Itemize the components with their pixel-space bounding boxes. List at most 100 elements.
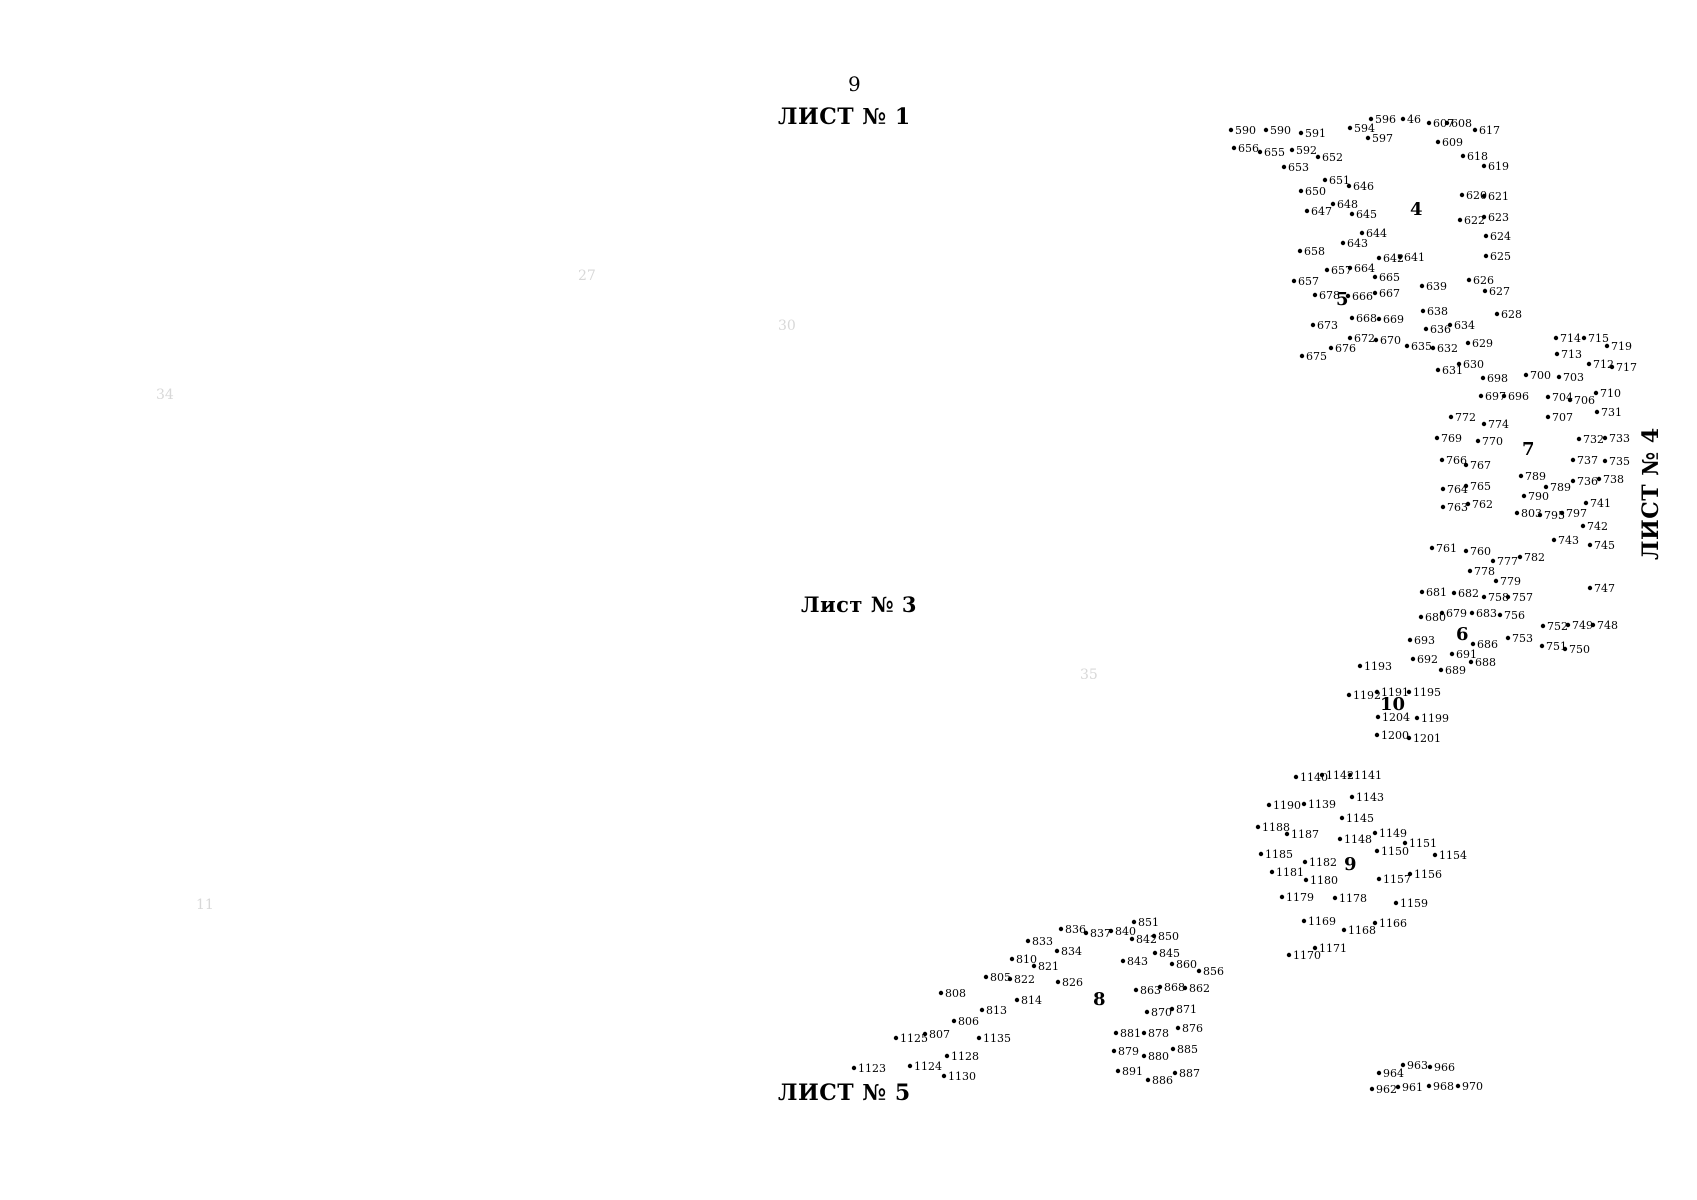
- boundary-point-label: 879: [1118, 1045, 1139, 1058]
- boundary-point-marker: [1551, 537, 1557, 543]
- boundary-point-label: 807: [929, 1028, 950, 1041]
- boundary-point-marker: [1279, 894, 1285, 900]
- boundary-point-marker: [1537, 512, 1543, 518]
- boundary-point-label: 845: [1159, 947, 1180, 960]
- boundary-point-label: 1169: [1308, 915, 1336, 928]
- boundary-point-label: 1204: [1382, 711, 1410, 724]
- boundary-point-marker: [1553, 335, 1559, 341]
- boundary-point-label: 881: [1120, 1027, 1141, 1040]
- boundary-point-label: 703: [1563, 371, 1584, 384]
- boundary-point-marker: [1312, 945, 1318, 951]
- boundary-point-marker: [1269, 869, 1275, 875]
- boundary-point-marker: [1196, 968, 1202, 974]
- boundary-point-marker: [1293, 774, 1299, 780]
- boundary-point-marker: [1337, 836, 1343, 842]
- boundary-point-marker: [1372, 920, 1378, 926]
- boundary-point-label: 631: [1442, 364, 1463, 377]
- boundary-point-label: 621: [1488, 190, 1509, 203]
- boundary-point-label: 795: [1544, 509, 1565, 522]
- boundary-point-label: 761: [1436, 542, 1457, 555]
- boundary-point-label: 622: [1464, 214, 1485, 227]
- boundary-point-marker: [1345, 293, 1351, 299]
- boundary-point-marker: [1463, 548, 1469, 554]
- boundary-point-label: 1185: [1265, 848, 1293, 861]
- boundary-point-marker: [1281, 164, 1287, 170]
- boundary-point-label: 878: [1148, 1027, 1169, 1040]
- boundary-point-marker: [1581, 335, 1587, 341]
- boundary-point-marker: [1025, 938, 1031, 944]
- boundary-point-label: 862: [1189, 982, 1210, 995]
- boundary-point-marker: [1376, 316, 1382, 322]
- boundary-point-marker: [1289, 147, 1295, 153]
- boundary-point-marker: [1576, 436, 1582, 442]
- boundary-point-label: 644: [1366, 227, 1387, 240]
- boundary-point-marker: [1346, 183, 1352, 189]
- sheet-label-1: ЛИСТ № 1: [778, 104, 911, 130]
- boundary-point-marker: [1418, 614, 1424, 620]
- boundary-point-marker: [1374, 689, 1380, 695]
- boundary-point-marker: [1444, 120, 1450, 126]
- boundary-point-marker: [1463, 462, 1469, 468]
- boundary-point-label: 678: [1319, 289, 1340, 302]
- boundary-point-label: 626: [1473, 274, 1494, 287]
- boundary-point-label: 782: [1524, 551, 1545, 564]
- boundary-point-label: 885: [1177, 1043, 1198, 1056]
- boundary-point-label: 842: [1136, 933, 1157, 946]
- boundary-point-label: 668: [1356, 312, 1377, 325]
- boundary-point-label: 715: [1588, 332, 1609, 345]
- boundary-point-label: 651: [1329, 174, 1350, 187]
- boundary-point-marker: [1430, 345, 1436, 351]
- boundary-point-marker: [1169, 1006, 1175, 1012]
- boundary-point-marker: [1540, 623, 1546, 629]
- boundary-point-marker: [1231, 145, 1237, 151]
- boundary-point-label: 1148: [1344, 833, 1372, 846]
- boundary-point-label: 760: [1470, 545, 1491, 558]
- boundary-point-marker: [1301, 801, 1307, 807]
- boundary-point-label: 738: [1603, 473, 1624, 486]
- boundary-point-label: 753: [1512, 632, 1533, 645]
- boundary-point-label: 813: [986, 1004, 1007, 1017]
- boundary-point-label: 821: [1038, 960, 1059, 973]
- boundary-point-marker: [1481, 193, 1487, 199]
- boundary-point-marker: [1144, 1009, 1150, 1015]
- boundary-point-marker: [1301, 918, 1307, 924]
- parcel-number: 5: [1336, 289, 1349, 310]
- boundary-point-marker: [983, 974, 989, 980]
- boundary-point-label: 806: [958, 1015, 979, 1028]
- boundary-point-label: 647: [1311, 205, 1332, 218]
- boundary-point-marker: [1131, 919, 1137, 925]
- boundary-point-marker: [1298, 130, 1304, 136]
- boundary-point-marker: [1170, 1046, 1176, 1052]
- boundary-point-marker: [1554, 351, 1560, 357]
- page-number: 9: [848, 72, 861, 96]
- boundary-point-label: 810: [1016, 953, 1037, 966]
- boundary-point-marker: [938, 990, 944, 996]
- boundary-point-label: 676: [1335, 342, 1356, 355]
- boundary-point-label: 1130: [948, 1070, 976, 1083]
- parcel-number: 8: [1093, 989, 1106, 1010]
- boundary-point-marker: [1556, 374, 1562, 380]
- boundary-point-label: 822: [1014, 973, 1035, 986]
- boundary-point-label: 691: [1456, 648, 1477, 661]
- boundary-point-label: 46: [1407, 113, 1421, 126]
- boundary-point-marker: [1113, 1030, 1119, 1036]
- boundary-point-label: 719: [1611, 340, 1632, 353]
- boundary-point-label: 628: [1501, 308, 1522, 321]
- boundary-point-label: 681: [1426, 586, 1447, 599]
- boundary-point-label: 712: [1593, 358, 1614, 371]
- boundary-point-label: 590: [1235, 124, 1256, 137]
- boundary-point-label: 1123: [858, 1062, 886, 1075]
- boundary-point-label: 765: [1470, 480, 1491, 493]
- boundary-point-marker: [1448, 414, 1454, 420]
- boundary-point-label: 789: [1525, 470, 1546, 483]
- boundary-point-marker: [922, 1031, 928, 1037]
- boundary-point-marker: [1083, 930, 1089, 936]
- boundary-point-label: 1201: [1413, 732, 1441, 745]
- boundary-point-marker: [1263, 127, 1269, 133]
- boundary-point-label: 1190: [1273, 799, 1301, 812]
- boundary-point-marker: [1111, 1048, 1117, 1054]
- boundary-point-marker: [1590, 622, 1596, 628]
- boundary-point-marker: [1567, 397, 1573, 403]
- boundary-point-label: 733: [1609, 432, 1630, 445]
- boundary-point-label: 1168: [1348, 924, 1376, 937]
